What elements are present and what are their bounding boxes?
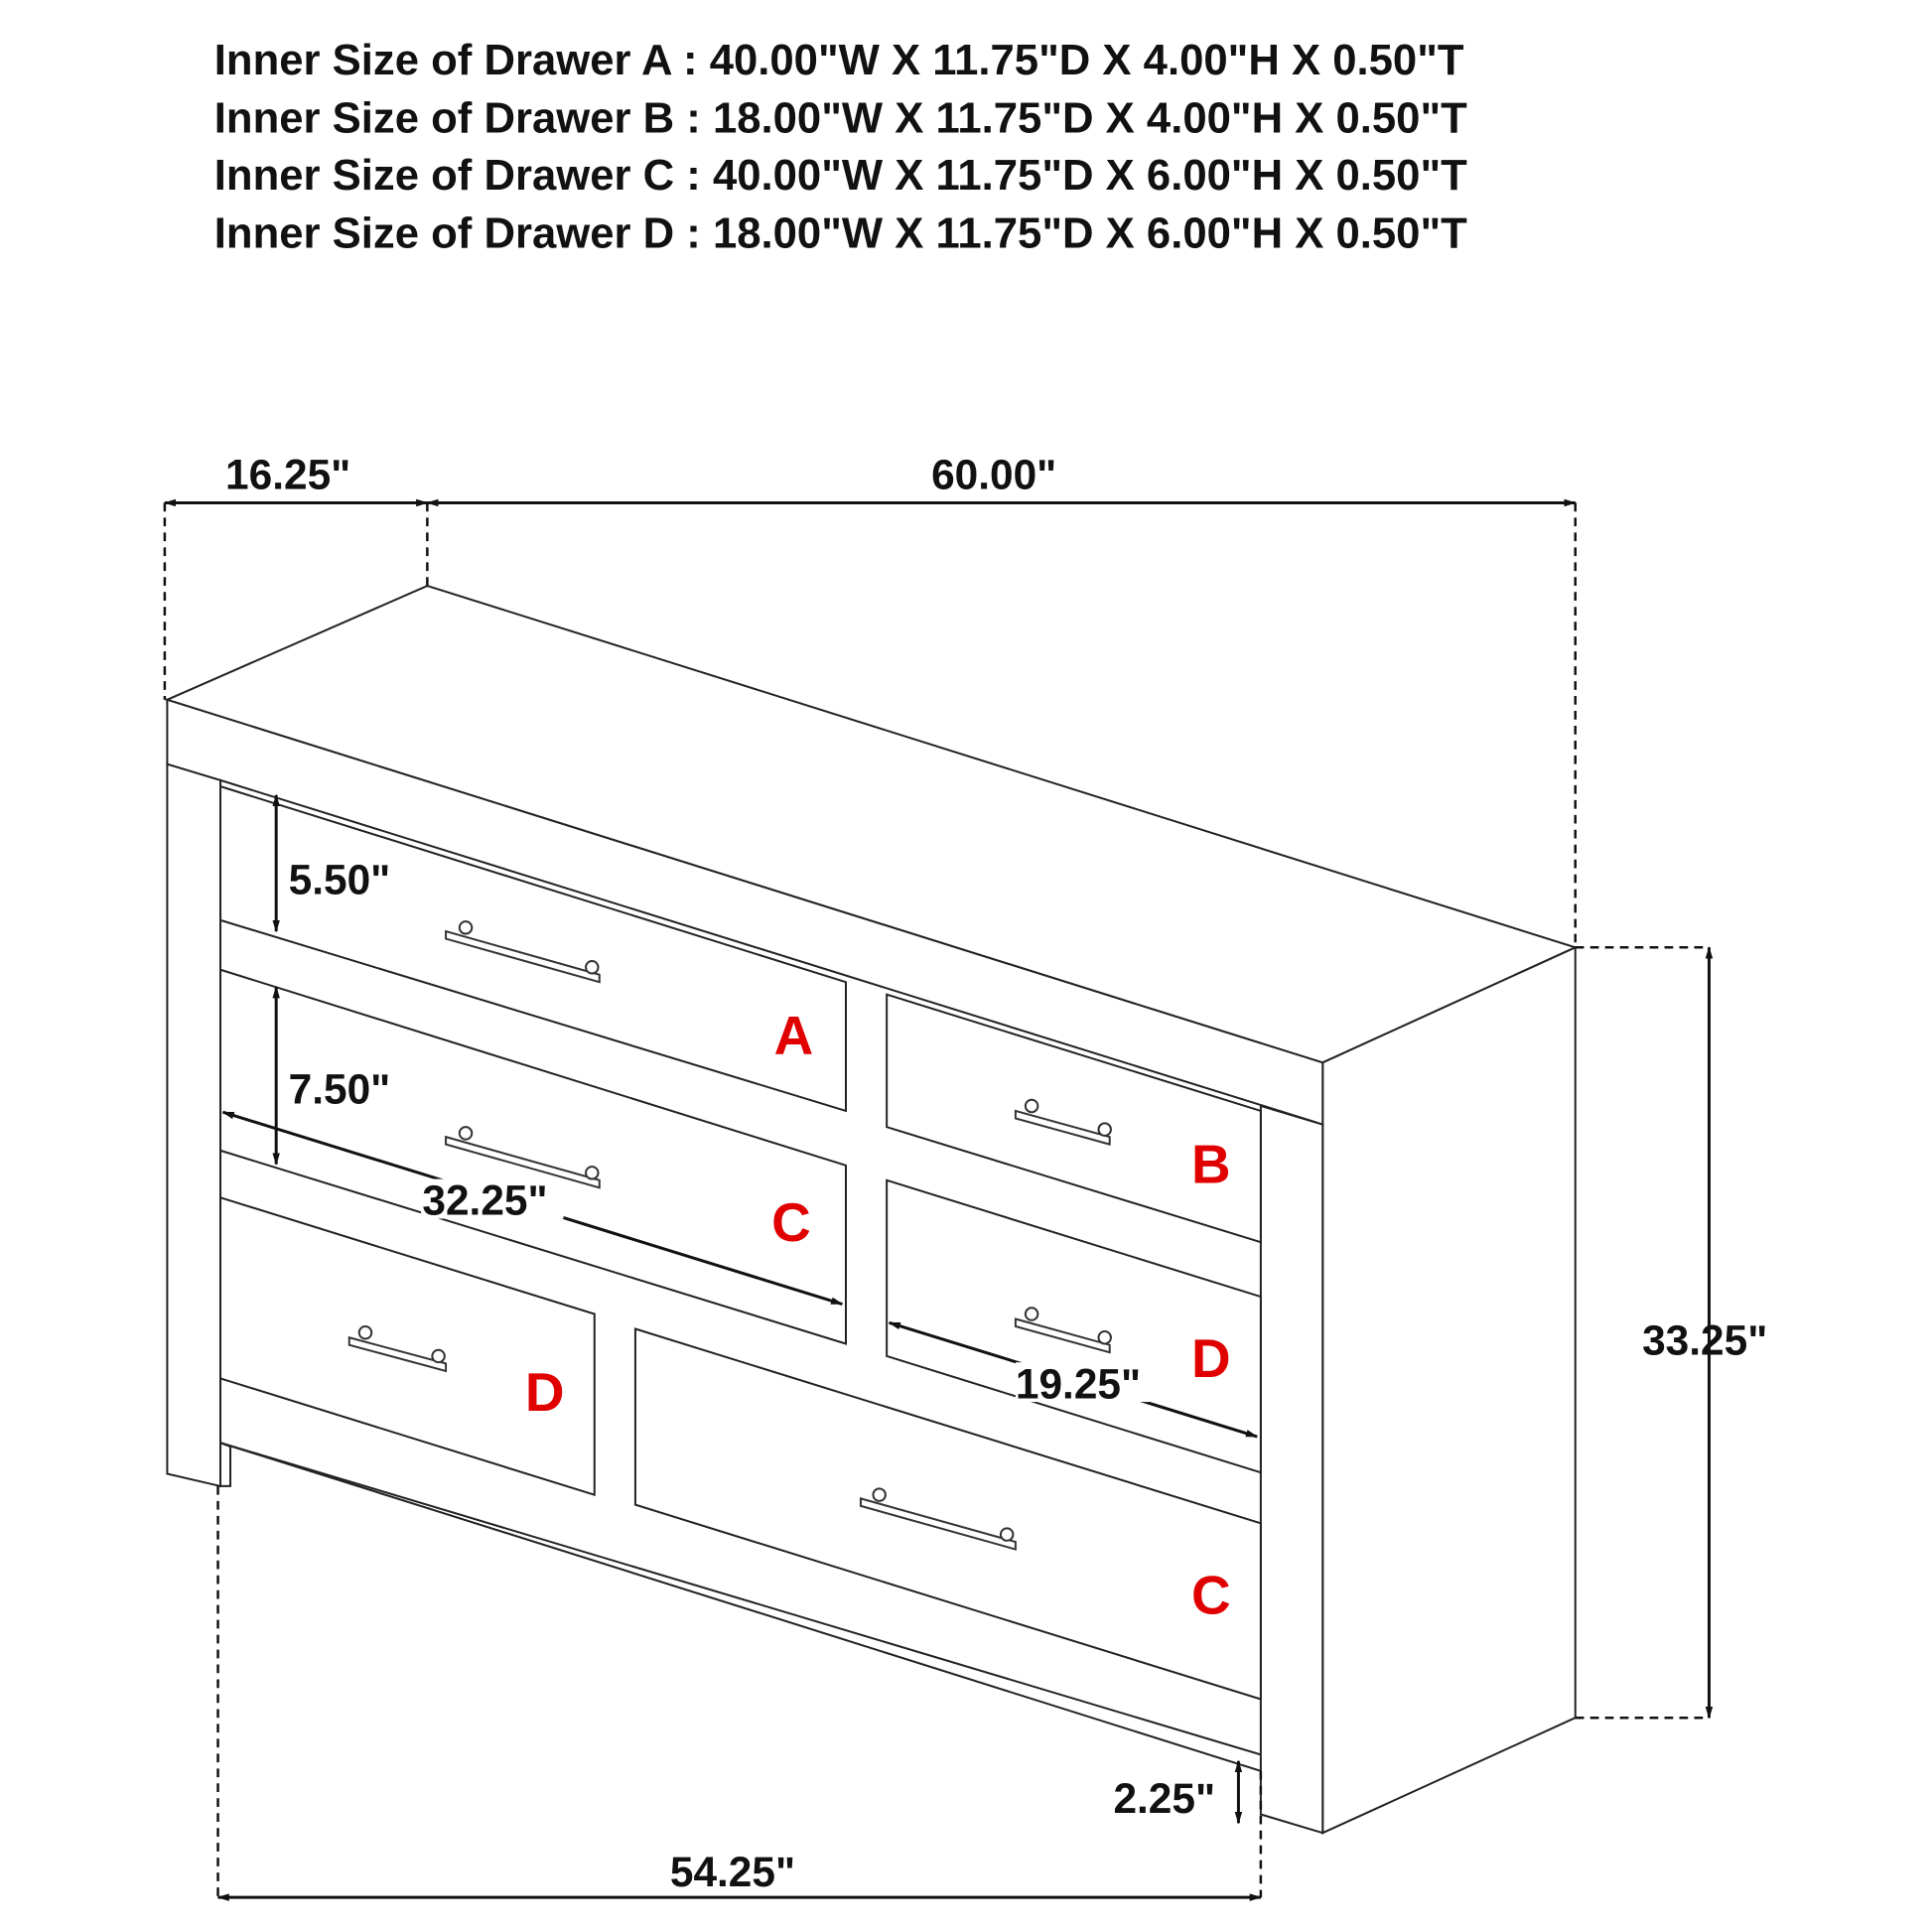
drawer-tag-d-left: D — [525, 1361, 565, 1423]
handle-icon — [859, 1487, 1017, 1551]
depth-label: 16.25" — [225, 452, 350, 498]
drawer-tag-a: A — [774, 1005, 814, 1066]
left-post — [166, 762, 222, 1488]
drawer-c-height-label: 7.50" — [289, 1065, 391, 1112]
spec-drawer-a: Inner Size of Drawer A : 40.00"W X 11.75… — [214, 36, 1464, 84]
drawer-specs: Inner Size of Drawer A : 40.00"W X 11.75… — [214, 36, 1467, 258]
inner-width-label: 54.25" — [670, 1849, 795, 1895]
dimension-lines — [163, 498, 1714, 1901]
drawer-tag-d-right: D — [1191, 1327, 1231, 1389]
large-drawer-width-label: 32.25" — [422, 1177, 547, 1224]
handle-icon — [445, 920, 601, 984]
handle-icon — [347, 1325, 448, 1373]
spec-drawer-b: Inner Size of Drawer B : 18.00"W X 11.75… — [214, 93, 1467, 142]
spec-drawer-d: Inner Size of Drawer D : 18.00"W X 11.75… — [214, 208, 1467, 257]
drawer-tag-b: B — [1191, 1133, 1231, 1194]
dresser: A B C D D C — [164, 584, 1579, 1835]
dresser-right-side — [1321, 945, 1577, 1835]
left-leg — [219, 1441, 232, 1487]
right-post — [1259, 1104, 1324, 1835]
small-drawer-width-label: 19.25" — [1016, 1360, 1141, 1407]
spec-drawer-c: Inner Size of Drawer C : 40.00"W X 11.75… — [214, 151, 1467, 200]
drawer-a-height-label: 5.50" — [289, 857, 391, 903]
drawer-a[interactable] — [219, 784, 847, 1113]
handle-icon — [1014, 1098, 1112, 1146]
drawer-b[interactable] — [886, 993, 1262, 1244]
drawer-c-lower[interactable] — [633, 1327, 1262, 1701]
leg-height-label: 2.25" — [1113, 1775, 1215, 1822]
width-label: 60.00" — [931, 452, 1056, 498]
dimension-labels: 16.25" 60.00" 33.25" 54.25" 2.25" 5.50" … — [225, 452, 1767, 1895]
drawer-tag-c-upper: C — [771, 1191, 811, 1253]
drawer-tag-c-lower: C — [1191, 1564, 1231, 1625]
height-label: 33.25" — [1642, 1317, 1767, 1364]
bottom-rail — [219, 1442, 1262, 1772]
